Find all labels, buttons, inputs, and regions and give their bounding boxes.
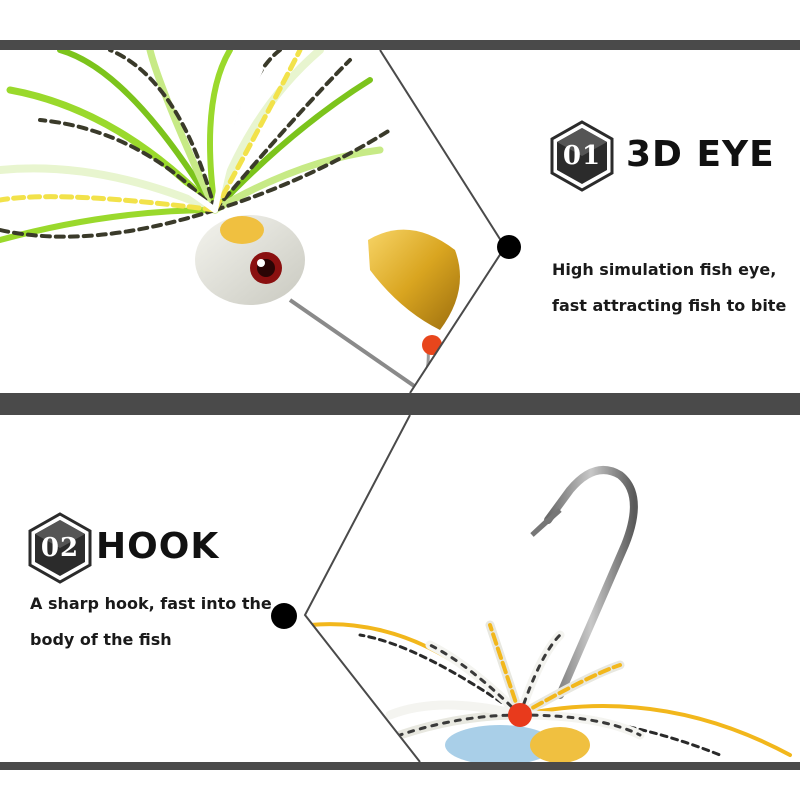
feature-number: 02: [40, 533, 80, 563]
lure-hook-closeup-image: [0, 415, 792, 762]
connector-dot: [497, 235, 521, 259]
feature-panel-hook: 02 HOOK A sharp hook, fast into the body…: [0, 415, 800, 762]
middle-divider-band: [0, 393, 800, 415]
feature-description-line: fast attracting fish to bite: [552, 296, 787, 315]
bottom-divider-band: [0, 762, 800, 770]
feature-description-line: High simulation fish eye,: [552, 260, 777, 279]
top-divider-band: [0, 40, 800, 50]
feature-number-badge: 01: [550, 120, 614, 192]
lure-eye-closeup-image: [0, 50, 800, 393]
feature-panel-eye: 01 3D EYE High simulation fish eye, fast…: [0, 50, 800, 393]
feature-title: 3D EYE: [626, 134, 775, 175]
feature-number-badge: 02: [28, 512, 92, 584]
feature-title: HOOK: [96, 526, 220, 567]
feature-number: 01: [562, 141, 602, 171]
connector-dot: [271, 603, 297, 629]
feature-description-line: body of the fish: [30, 630, 172, 649]
feature-description-line: A sharp hook, fast into the: [30, 594, 272, 613]
